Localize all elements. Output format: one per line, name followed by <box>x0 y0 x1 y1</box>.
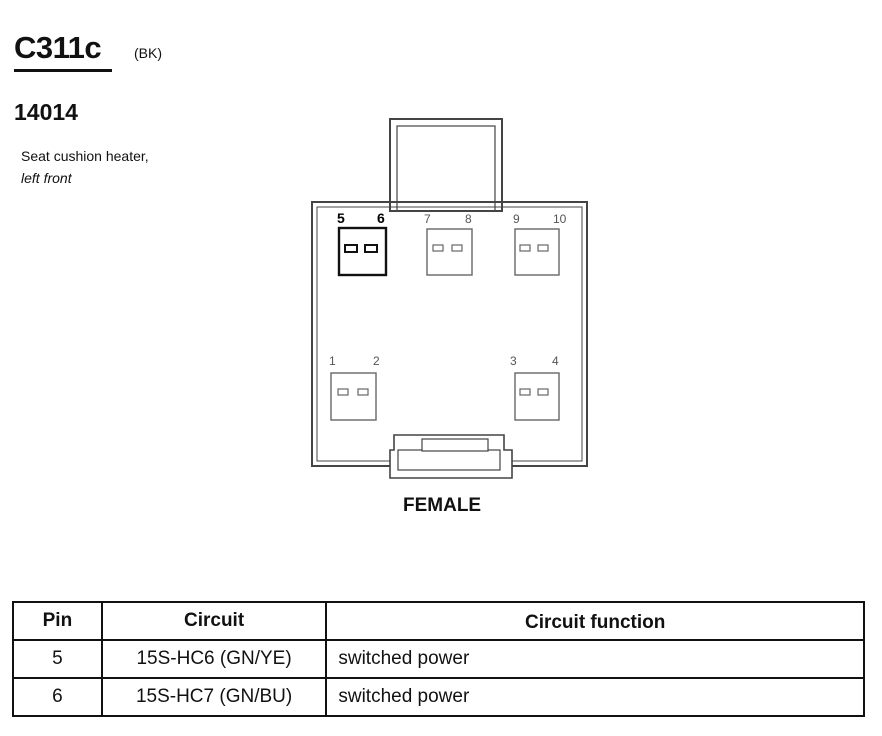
cell-pin: 6 <box>12 677 103 717</box>
cell-circuit: 15S-HC7 (GN/BU) <box>100 677 328 717</box>
pin-label-6: 6 <box>377 210 385 226</box>
pin-label-10: 10 <box>553 212 567 226</box>
pin-label-9: 9 <box>513 212 520 226</box>
pin-cavity-5-6 <box>337 226 388 277</box>
cell-pin: 5 <box>12 639 103 679</box>
pin-cavity-9-10 <box>514 228 560 276</box>
pin-label-2: 2 <box>373 354 380 368</box>
header-circuit-function: Circuit function <box>325 601 865 641</box>
pin-label-4: 4 <box>552 354 559 368</box>
pin-label-3: 3 <box>510 354 517 368</box>
header-pin: Pin <box>12 601 103 641</box>
table-row: 6 15S-HC7 (GN/BU) switched power <box>12 677 865 717</box>
pin-table-header: Pin Circuit Circuit function <box>12 601 865 641</box>
cell-circuit-function: switched power <box>325 677 865 717</box>
cell-circuit: 15S-HC6 (GN/YE) <box>100 639 328 679</box>
connector-latch-tab <box>389 118 503 212</box>
connector-face-diagram: 5 6 7 8 9 10 1 2 3 4 <box>311 118 588 479</box>
connector-id-underline <box>14 69 112 72</box>
connector-description-line1: Seat cushion heater, <box>21 148 149 164</box>
connector-gender-label: FEMALE <box>403 495 482 516</box>
pin-table: Pin Circuit Circuit function 5 15S-HC6 (… <box>12 601 865 717</box>
table-row: 5 15S-HC6 (GN/YE) switched power <box>12 639 865 679</box>
header-circuit: Circuit <box>100 601 328 641</box>
pin-cavity-7-8 <box>426 228 473 276</box>
cell-circuit-function: switched power <box>325 639 865 679</box>
connector-color: (BK) <box>134 45 162 61</box>
pin-label-5: 5 <box>337 210 345 226</box>
pin-label-1: 1 <box>329 354 336 368</box>
connector-description-line2: left front <box>21 170 72 186</box>
pin-label-7: 7 <box>424 212 431 226</box>
connector-id: C311c <box>14 30 102 65</box>
connector-bottom-key <box>312 434 587 479</box>
part-number: 14014 <box>14 99 78 125</box>
pin-cavity-3-4 <box>514 372 560 421</box>
pin-cavity-1-2 <box>330 372 377 421</box>
pin-label-8: 8 <box>465 212 472 226</box>
